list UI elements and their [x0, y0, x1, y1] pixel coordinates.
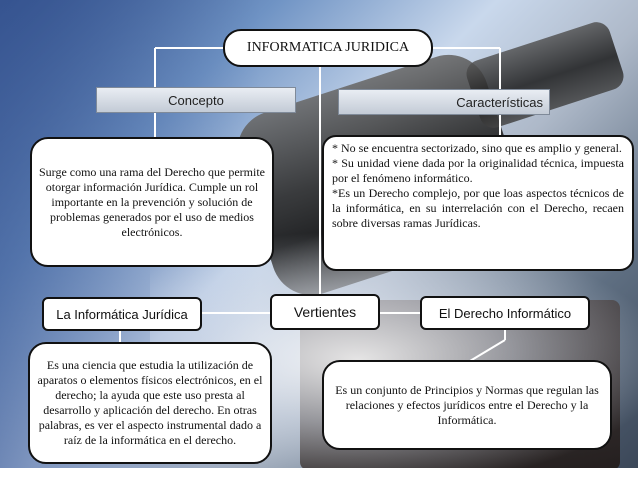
- caracteristica-item: *Es un Derecho complejo, por que loas as…: [332, 186, 624, 230]
- caracteristicas-node: Características: [338, 89, 550, 115]
- derecho-informatico-node: El Derecho Informático: [420, 296, 590, 330]
- diagram-title: INFORMATICA JURIDICA: [223, 29, 433, 67]
- informatica-juridica-description: Es una ciencia que estudia la utilizació…: [28, 342, 272, 464]
- vertientes-node: Vertientes: [270, 294, 380, 330]
- concepto-node: Concepto: [96, 87, 296, 113]
- informatica-juridica-text: Es una ciencia que estudia la utilizació…: [37, 358, 263, 447]
- informatica-juridica-node: La Informática Jurídica: [42, 297, 202, 331]
- derecho-informatico-description: Es un conjunto de Principios y Normas qu…: [322, 360, 612, 450]
- concepto-description: Surge como una rama del Derecho que perm…: [30, 137, 274, 267]
- caracteristica-item: * Su unidad viene dada por la originalid…: [332, 156, 624, 185]
- concepto-text: Surge como una rama del Derecho que perm…: [38, 164, 266, 239]
- derecho-informatico-text: Es un conjunto de Principios y Normas qu…: [335, 382, 599, 427]
- caracteristica-item: * No se encuentra sectorizado, sino que …: [332, 141, 622, 155]
- caracteristicas-description: * No se encuentra sectorizado, sino que …: [322, 135, 634, 271]
